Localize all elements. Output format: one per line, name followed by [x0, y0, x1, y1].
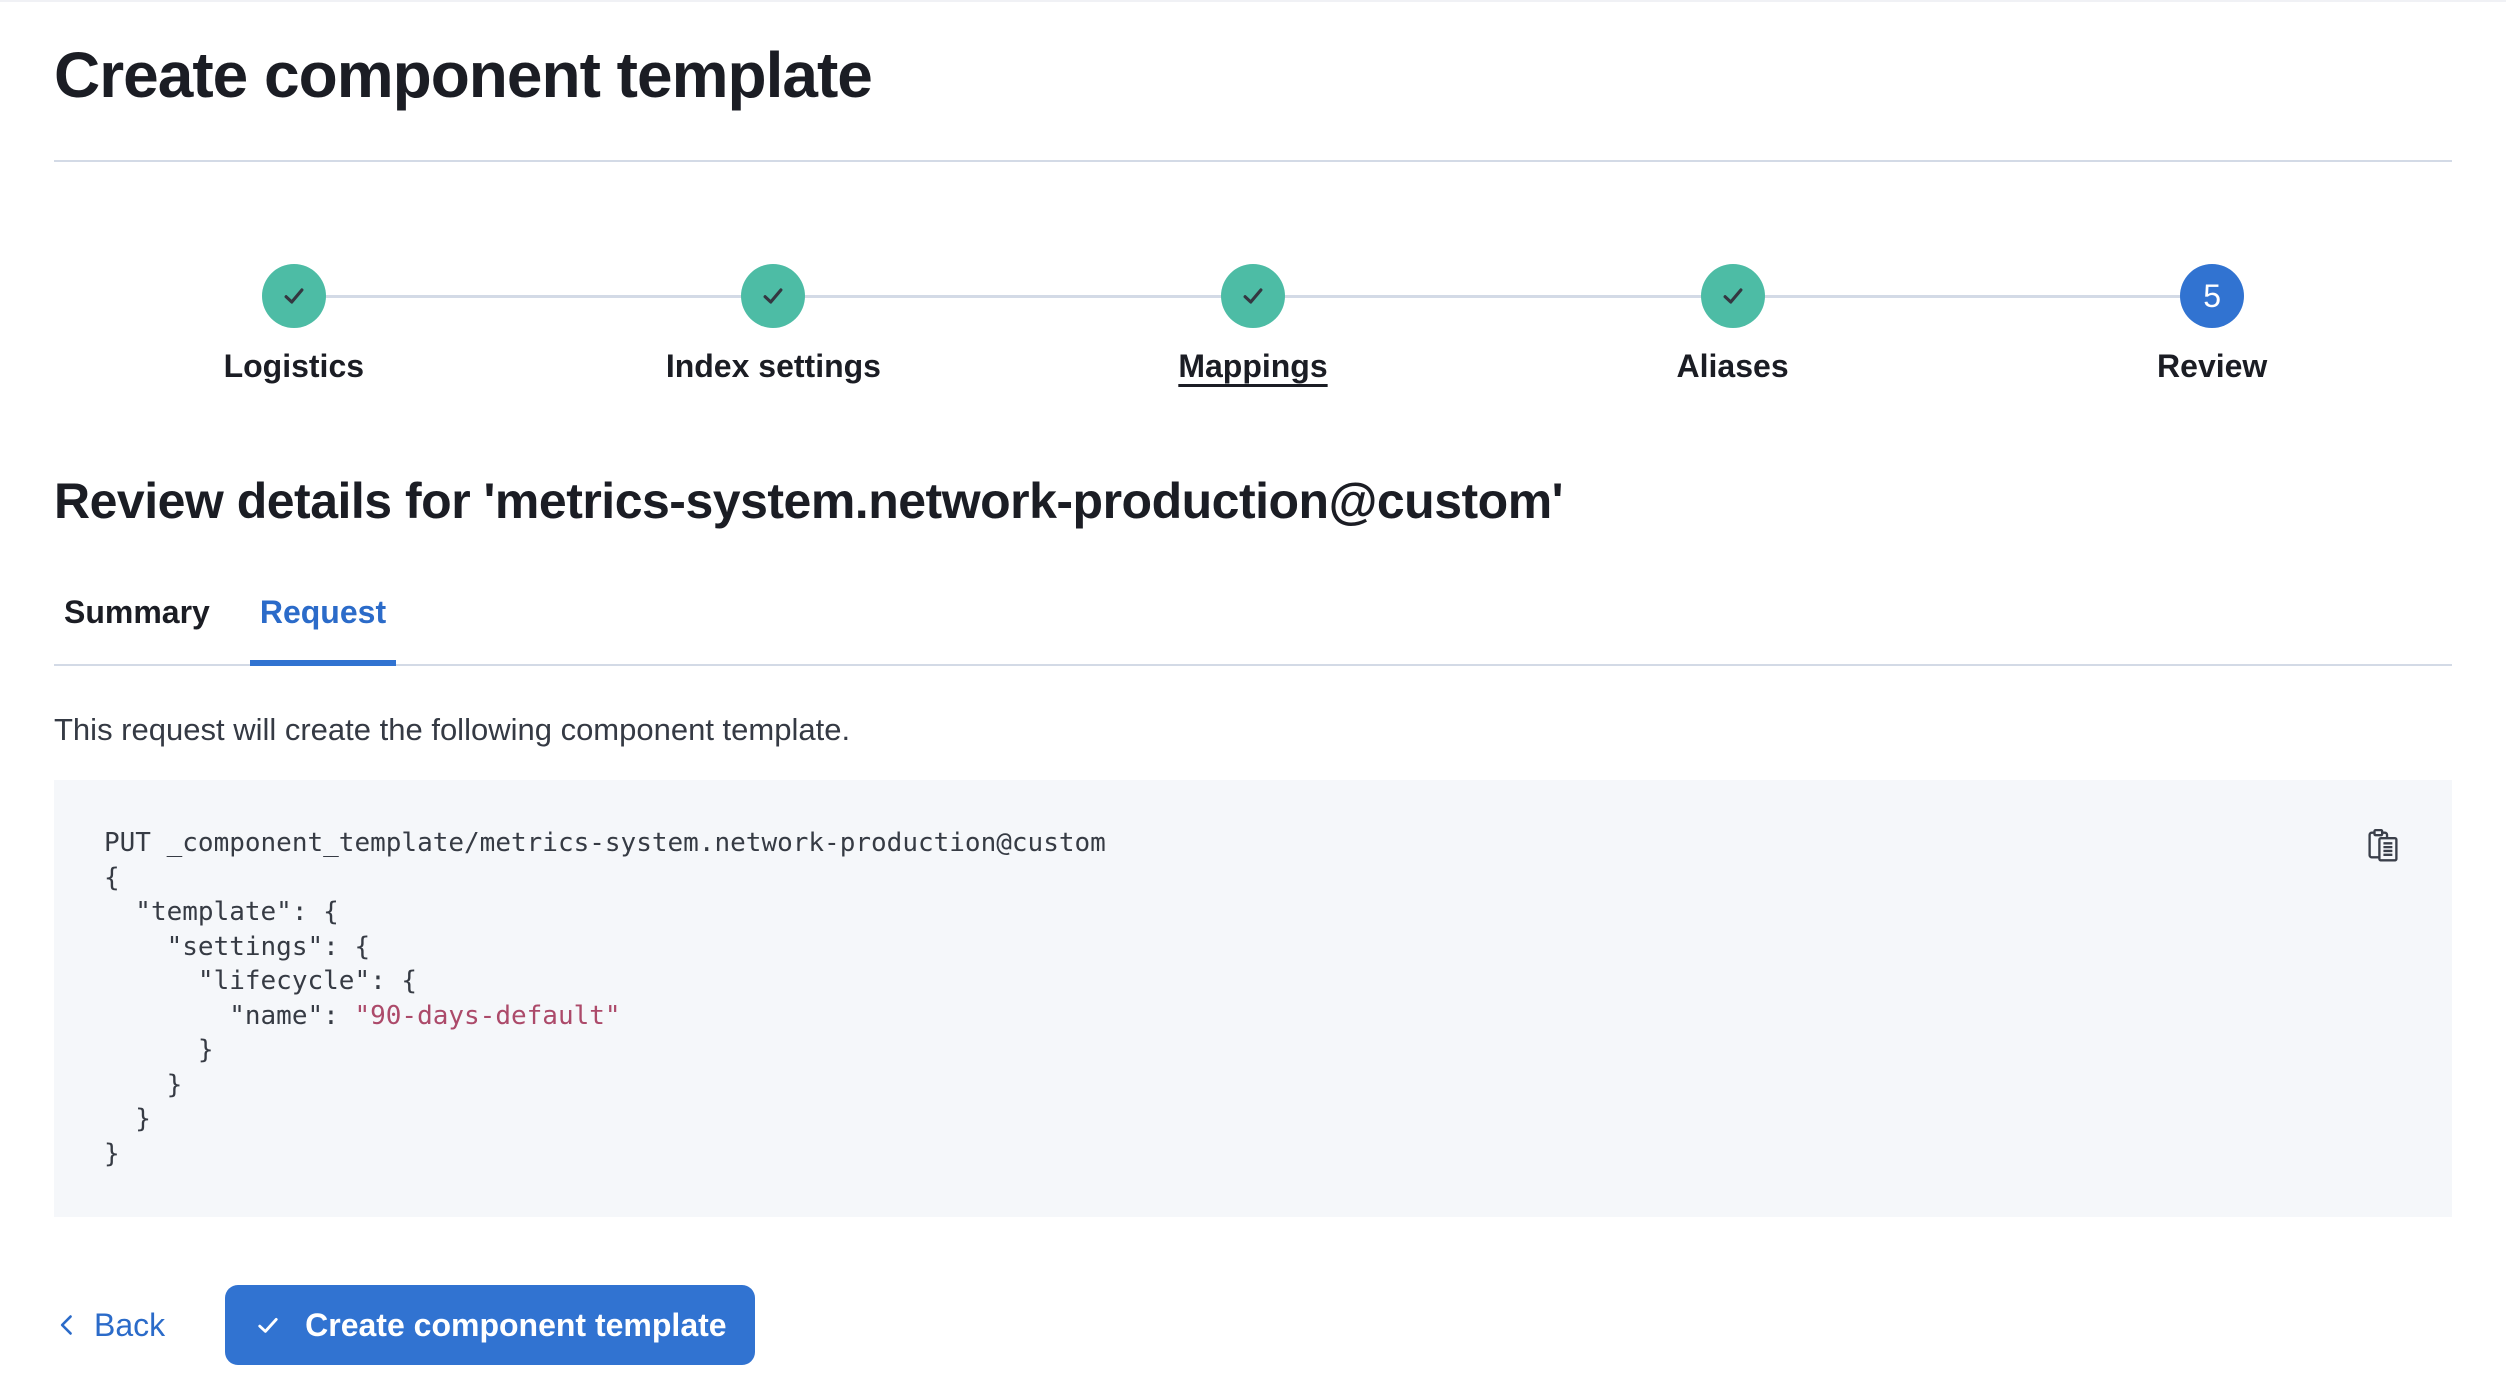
step-aliases[interactable]: Aliases	[1493, 264, 1973, 386]
step-complete-circle	[1220, 264, 1285, 328]
check-icon	[258, 1317, 278, 1333]
copy-to-clipboard-button[interactable]	[2366, 826, 2404, 864]
check-icon	[763, 288, 783, 304]
create-component-template-page: Create component template Logistics Inde…	[0, 36, 2506, 1365]
check-icon	[1243, 288, 1263, 304]
step-current-circle: 5	[2180, 264, 2245, 328]
page-title: Create component template	[54, 39, 873, 111]
check-icon	[284, 288, 304, 304]
step-progress-indicator: Logistics Index settings Mappings Aliase…	[54, 264, 2452, 386]
review-tabs: Summary Request	[54, 592, 2452, 666]
tab-summary[interactable]: Summary	[54, 592, 220, 664]
step-number: 5	[2203, 277, 2222, 314]
chevron-left-icon	[60, 1315, 72, 1335]
step-complete-circle	[741, 264, 806, 328]
copy-clipboard-icon	[2368, 828, 2398, 862]
review-details-heading: Review details for 'metrics-system.netwo…	[54, 473, 1564, 529]
back-label: Back	[94, 1306, 166, 1343]
step-label: Mappings	[1178, 348, 1328, 384]
step-index-settings[interactable]: Index settings	[534, 264, 1014, 386]
request-code-block: PUT _component_template/metrics-system.n…	[54, 780, 2452, 1217]
create-component-template-button[interactable]: Create component template	[225, 1285, 755, 1365]
request-description: This request will create the following c…	[54, 712, 851, 747]
code-string-value: "90-days-default"	[354, 1000, 621, 1031]
footer-actions: Back Create component template	[54, 1285, 2452, 1365]
back-button[interactable]: Back	[54, 1307, 165, 1344]
step-label: Aliases	[1676, 348, 1789, 384]
code-text: PUT _component_template/metrics-system.n…	[104, 828, 1106, 1031]
request-code: PUT _component_template/metrics-system.n…	[104, 826, 2402, 1171]
step-complete-circle	[261, 264, 326, 328]
step-logistics[interactable]: Logistics	[54, 264, 534, 386]
step-complete-circle	[1700, 264, 1765, 328]
step-label: Index settings	[665, 348, 881, 384]
tab-request[interactable]: Request	[249, 592, 397, 666]
step-mappings[interactable]: Mappings	[1013, 264, 1493, 386]
title-divider	[54, 160, 2452, 162]
step-label: Review	[2157, 348, 2268, 384]
code-text: } } } }	[104, 1035, 214, 1169]
step-review[interactable]: 5 Review	[1972, 264, 2452, 386]
step-label: Logistics	[223, 348, 365, 384]
check-icon	[1723, 288, 1743, 304]
create-button-label: Create component template	[305, 1306, 727, 1343]
